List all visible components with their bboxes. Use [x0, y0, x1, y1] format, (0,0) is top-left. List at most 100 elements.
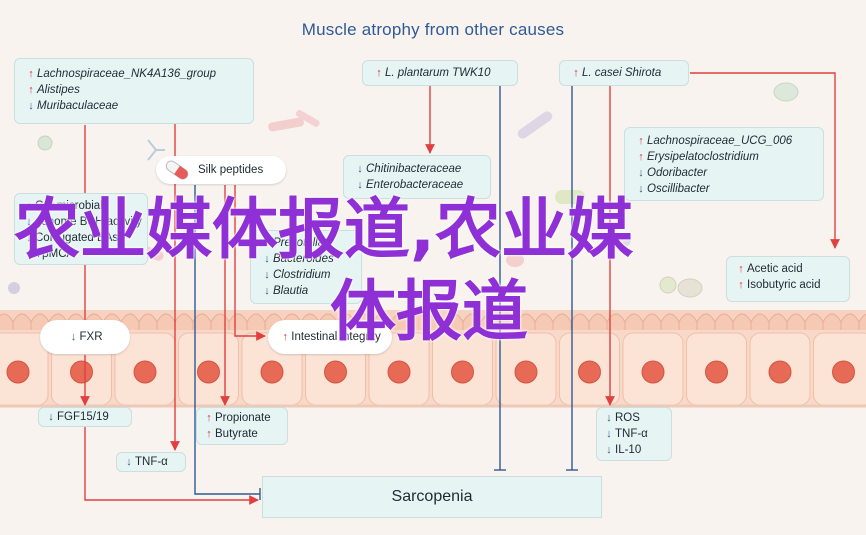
- box-row: ↓TNF-α: [123, 454, 179, 470]
- cell-nucleus: [451, 360, 474, 384]
- up-arrow-icon: ↑: [638, 151, 644, 163]
- taxon-label: Prevotella: [273, 237, 325, 249]
- taxon-label: Odoribacter: [647, 167, 708, 179]
- taxon-label: Erysipelatoclostridium: [647, 151, 759, 163]
- taxon-label: Alistipes: [37, 84, 80, 96]
- cell-nucleus: [324, 360, 347, 384]
- silk-peptides-label: Silk peptides: [198, 164, 264, 176]
- up-arrow-icon: ↑: [738, 263, 744, 275]
- box-row: ↓Blautia: [261, 283, 351, 299]
- metabolite-label: Propionate: [215, 412, 271, 424]
- watermark-line-2: 体报道: [330, 273, 528, 350]
- down-arrow-icon: ↓: [606, 428, 612, 440]
- box-row: ↑TβMCA: [23, 246, 139, 262]
- cell-nucleus: [133, 360, 157, 384]
- box-row: ↓Bacteroides: [261, 251, 351, 267]
- lachno-group-box: ↑Lachnospiraceae_NK4A136_group ↑Alistipe…: [14, 58, 254, 124]
- cell-nucleus: [260, 360, 284, 384]
- taxon-label: Blautia: [273, 285, 309, 297]
- watermark-line-1: 农业媒体报道,农业媒: [14, 191, 634, 268]
- up-arrow-icon: ↑: [738, 279, 744, 291]
- intestinal-integrity-pill: ↑ Intestinal integrity: [268, 320, 392, 354]
- pathway-label: Gut microbial: [35, 200, 103, 212]
- down-arrow-icon: ↓: [28, 100, 34, 112]
- down-arrow-icon: ↓: [606, 444, 612, 456]
- plantarum-box: ↑L. plantarum TWK10: [362, 60, 518, 86]
- down-arrow-icon: ↓: [26, 200, 32, 212]
- down-arrow-icon: ↓: [70, 331, 77, 343]
- villus: [858, 313, 866, 333]
- down-arrow-icon: ↓: [606, 412, 612, 424]
- cell-nucleus: [70, 360, 93, 384]
- propionate-box: ↑Propionate ↑Butyrate: [196, 407, 288, 445]
- box-row: ↓Chitinibacteraceae: [354, 161, 480, 177]
- up-arrow-icon: ↑: [206, 412, 212, 424]
- metabolite-label: Butyrate: [215, 428, 258, 440]
- cell-nucleus: [832, 360, 855, 384]
- box-row: ↓Gut microbial: [23, 198, 139, 214]
- signal-label: TNF-α: [615, 428, 648, 440]
- box-row: ↓Conjugated BAs: [23, 230, 139, 246]
- up-arrow-icon: ↑: [206, 428, 212, 440]
- up-arrow-icon: ↑: [282, 331, 289, 343]
- cell-nucleus: [578, 360, 601, 384]
- sarcopenia-box: Sarcopenia: [262, 476, 602, 518]
- box-row: ↓IL-10: [603, 442, 665, 458]
- box-row: ↑L. casei Shirota: [570, 65, 678, 81]
- acids-box: ↑Acetic acid ↑Isobutyric acid: [726, 256, 850, 302]
- box-row: ↓Oscillibacter: [635, 181, 813, 197]
- up-arrow-icon: ↑: [28, 68, 34, 80]
- signal-label: ROS: [615, 412, 640, 424]
- box-row: ↑Alistipes: [25, 82, 243, 98]
- down-arrow-icon: ↓: [26, 232, 32, 244]
- ros-box: ↓ROS ↓TNF-α ↓IL-10: [596, 407, 672, 461]
- up-arrow-icon: ↑: [573, 67, 579, 79]
- inhibition-lines: [194, 86, 578, 500]
- signal-label: FGF15/19: [57, 411, 109, 423]
- tnf-box: ↓TNF-α: [116, 452, 186, 472]
- down-arrow-icon: ↓: [638, 183, 644, 195]
- integrity-label: Intestinal integrity: [291, 331, 381, 343]
- taxon-label: Bacteroides: [273, 253, 334, 265]
- box-row: ↓Enterobacteraceae: [354, 177, 480, 193]
- taxon-label: Clostridium: [273, 269, 331, 281]
- box-row: ↑L. plantarum TWK10: [373, 65, 507, 81]
- down-arrow-icon: ↓: [264, 253, 270, 265]
- taxon-label: Chitinibacteraceae: [366, 163, 462, 175]
- down-arrow-icon: ↓: [26, 216, 32, 228]
- down-arrow-icon: ↓: [264, 285, 270, 297]
- fxr-pill: ↓ FXR: [40, 320, 130, 354]
- up-arrow-icon: ↑: [28, 84, 34, 96]
- pathway-label: genome BSH activity: [35, 216, 142, 228]
- metabolite-label: Isobutyric acid: [747, 279, 821, 291]
- lachno-ucg-box: ↑Lachnospiraceae_UCG_006 ↑Erysipelatoclo…: [624, 127, 824, 201]
- pathway-label: Conjugated BAs: [35, 232, 119, 244]
- cell-nucleus: [6, 360, 30, 384]
- box-row: ↑Lachnospiraceae_UCG_006: [635, 133, 813, 149]
- cell-nucleus: [387, 360, 411, 384]
- pathway-label: TβMCA: [35, 248, 75, 260]
- cell-nucleus: [197, 360, 220, 384]
- box-row: ↑Isobutyric acid: [735, 277, 841, 293]
- down-arrow-icon: ↓: [357, 163, 363, 175]
- taxon-label: L. casei Shirota: [582, 67, 662, 79]
- box-row: ↓Muribaculaceae: [25, 98, 243, 114]
- casei-box: ↑L. casei Shirota: [559, 60, 689, 86]
- down-arrow-icon: ↓: [126, 456, 132, 468]
- taxon-label: L. plantarum TWK10: [385, 67, 491, 79]
- chitini-box: ↓Chitinibacteraceae ↓Enterobacteraceae: [343, 155, 491, 199]
- up-arrow-icon: ↑: [376, 67, 382, 79]
- box-row: ↓FGF15/19: [45, 409, 125, 425]
- down-arrow-icon: ↓: [264, 269, 270, 281]
- cell-nucleus: [768, 360, 792, 384]
- box-row: ↑Lachnospiraceae_NK4A136_group: [25, 66, 243, 82]
- silk-peptides-pill: Silk peptides: [156, 156, 286, 184]
- box-row: ↓ROS: [603, 410, 665, 426]
- box-row: ↑Butyrate: [203, 426, 281, 442]
- cell-nucleus: [514, 360, 538, 384]
- taxon-label: Enterobacteraceae: [366, 179, 464, 191]
- cell-nucleus: [641, 360, 665, 384]
- box-row: ↑Prevotella: [261, 235, 351, 251]
- down-arrow-icon: ↓: [48, 411, 54, 423]
